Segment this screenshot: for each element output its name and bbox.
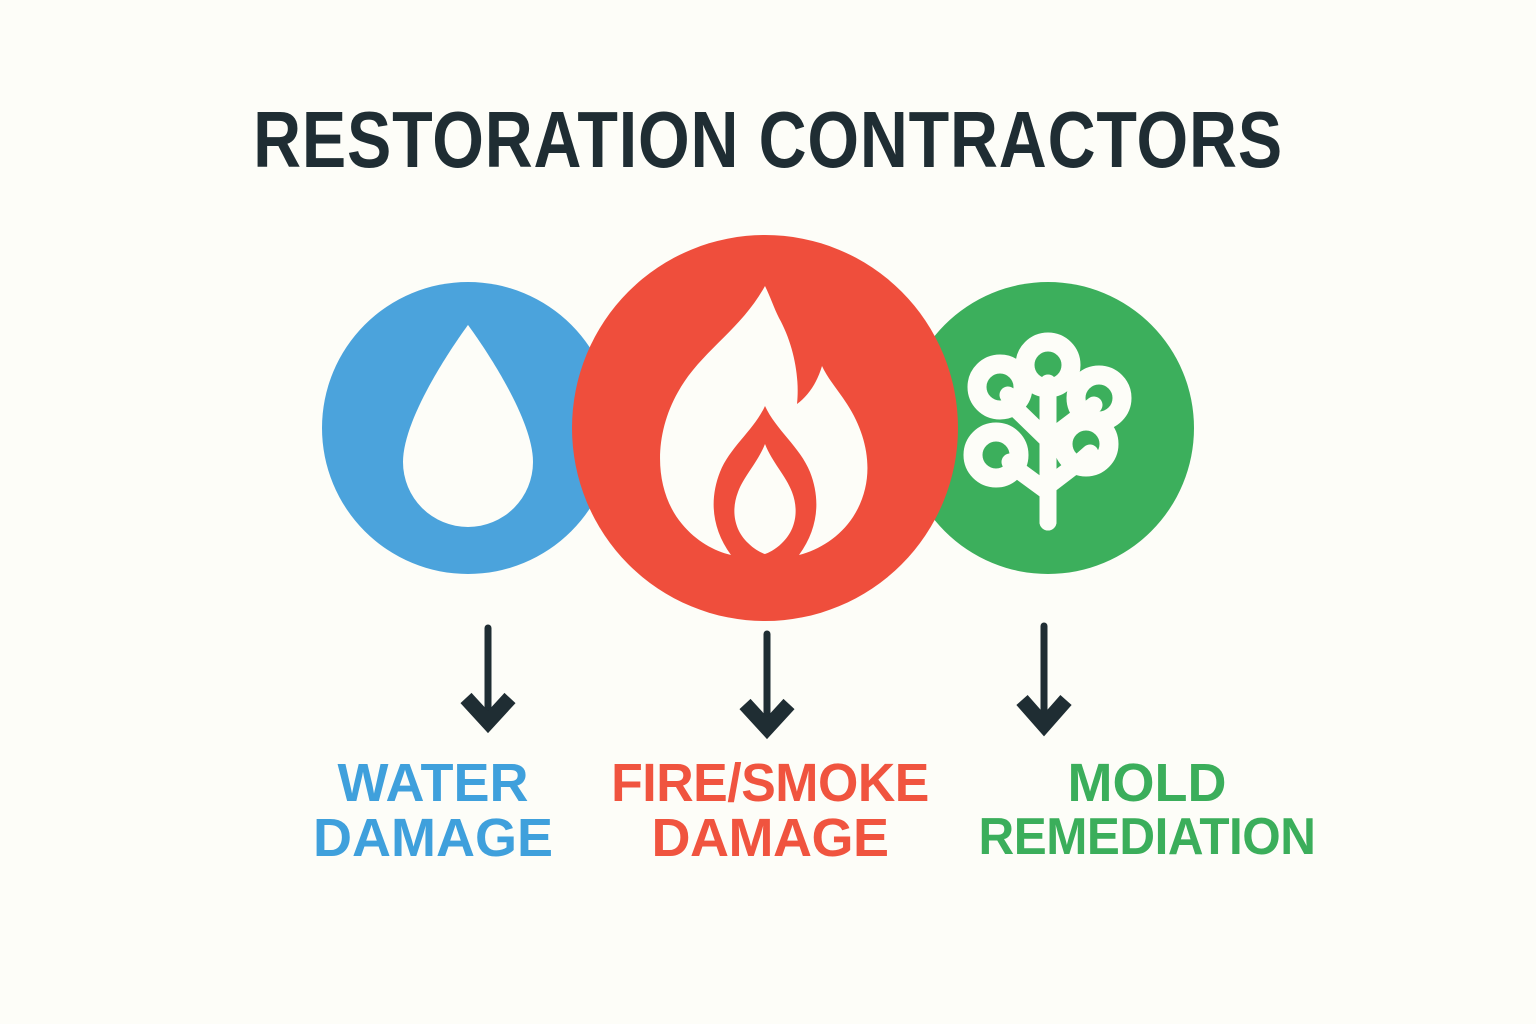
fire-circle-shape (572, 235, 958, 621)
label-mold-line2: REMEDIATION (978, 808, 1316, 867)
service-circle-mold[interactable] (902, 282, 1194, 574)
label-water-line1: WATER (337, 753, 529, 813)
arrow-mold (1016, 622, 1072, 737)
service-circle-fire[interactable] (572, 235, 958, 621)
arrow-fire (739, 630, 795, 740)
label-fire-line2: DAMAGE (651, 808, 890, 869)
page-title: RESTORATION CONTRACTORS (253, 95, 1283, 184)
mold-spore-rings (963, 332, 1132, 488)
label-fire-smoke-damage: FIRE/SMOKE DAMAGE (578, 753, 962, 869)
water-drop-icon (403, 325, 533, 527)
label-water-line2: DAMAGE (313, 808, 553, 869)
service-circle-water[interactable] (322, 282, 614, 574)
flame-icon (660, 286, 868, 555)
label-mold-remediation: MOLD REMEDIATION (944, 753, 1350, 867)
arrow-water (460, 624, 516, 734)
label-fire-line1: FIRE/SMOKE (611, 753, 929, 813)
label-mold-line1: MOLD (1067, 753, 1227, 813)
label-water-damage: WATER DAMAGE (268, 753, 598, 869)
